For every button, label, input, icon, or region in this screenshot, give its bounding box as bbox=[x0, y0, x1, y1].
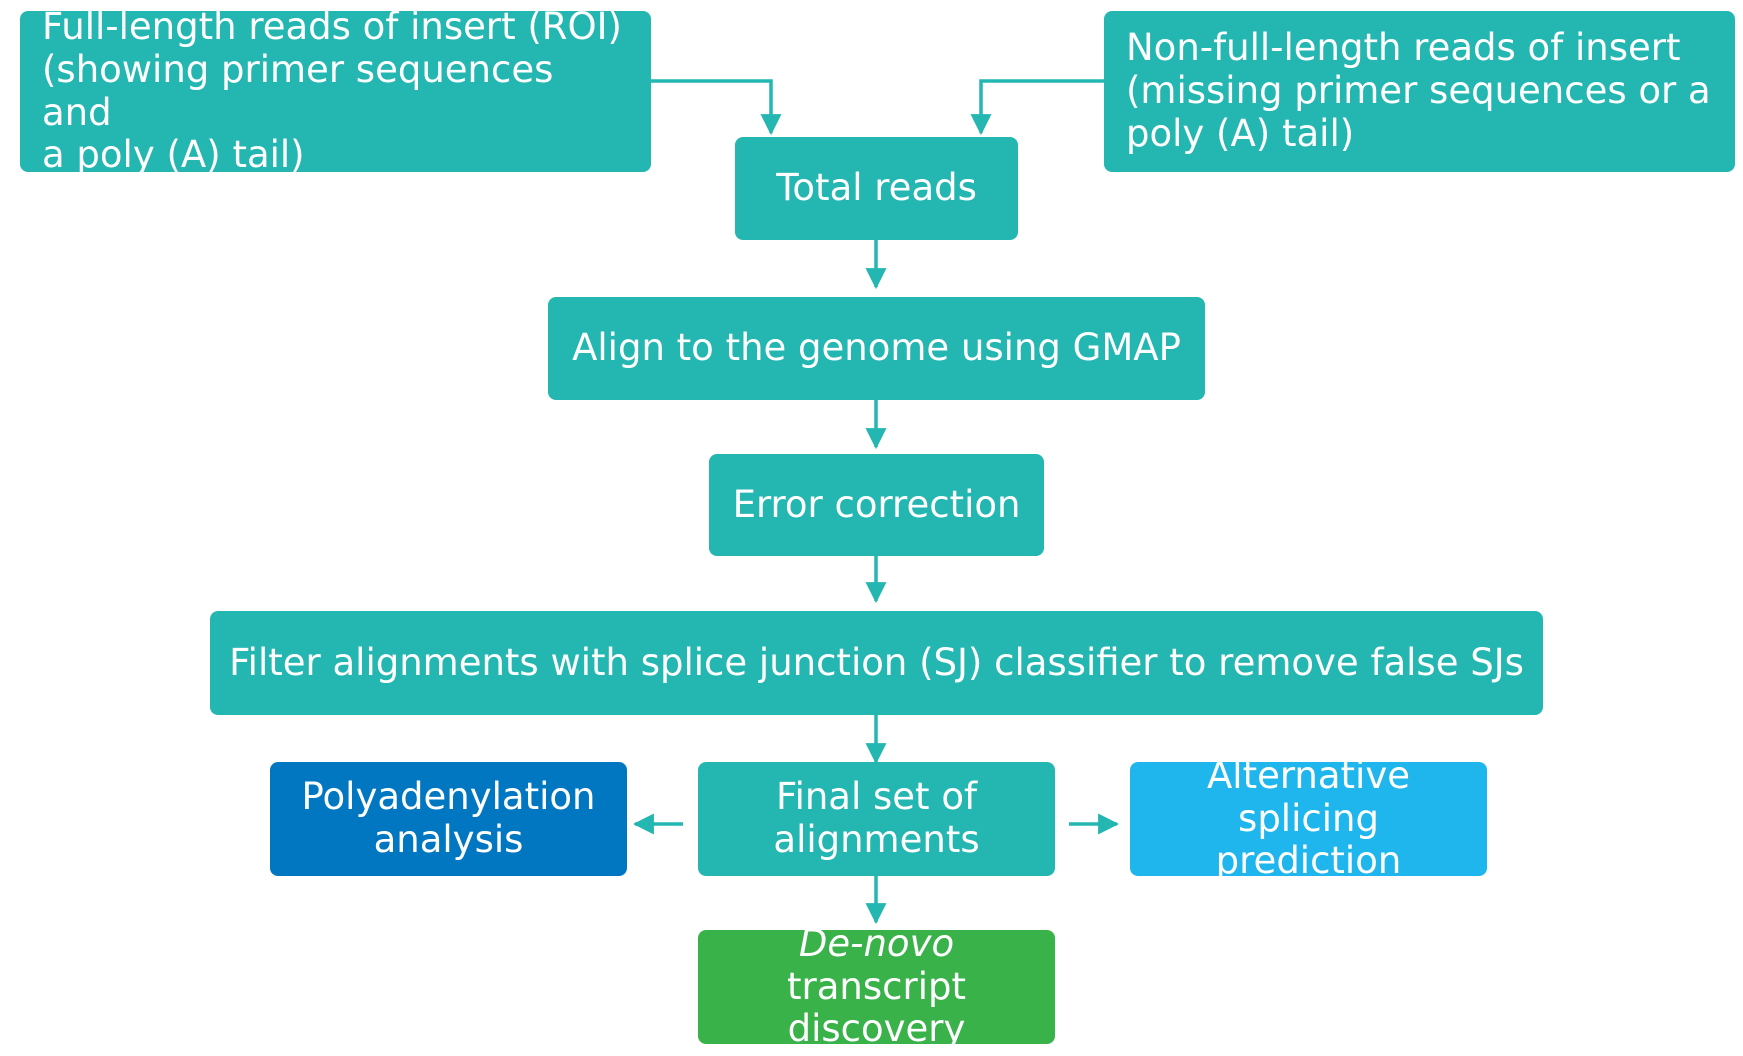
filter-alignments-box: Filter alignments with splice junction (… bbox=[210, 611, 1543, 715]
de-novo-italic-text: De-novo bbox=[798, 921, 955, 965]
arrow-full-length-to-total bbox=[651, 79, 782, 136]
final-alignments-label: Final set of alignments bbox=[773, 775, 980, 861]
align-genome-label: Align to the genome using GMAP bbox=[572, 326, 1181, 370]
polyadenylation-box: Polyadenylation analysis bbox=[270, 762, 627, 876]
total-reads-box: Total reads bbox=[735, 137, 1018, 240]
final-alignments-box: Final set of alignments bbox=[698, 762, 1055, 876]
polyadenylation-label: Polyadenylation analysis bbox=[301, 775, 596, 861]
de-novo-box: De-novo transcript discovery bbox=[698, 922, 1055, 1050]
arrow-non-full-length-to-total bbox=[970, 79, 1104, 136]
non-full-length-reads-label: Non-full-length reads of insert (missing… bbox=[1126, 26, 1711, 155]
align-genome-box: Align to the genome using GMAP bbox=[548, 297, 1205, 400]
alternative-splicing-label: Alternative splicing prediction bbox=[1207, 753, 1410, 883]
de-novo-label: De-novo transcript discovery bbox=[710, 921, 1043, 1052]
full-length-reads-box: Full-length reads of insert (ROI) (showi… bbox=[20, 5, 651, 176]
error-correction-label: Error correction bbox=[732, 482, 1021, 526]
full-length-reads-label: Full-length reads of insert (ROI) (showi… bbox=[42, 4, 622, 177]
alternative-splicing-box: Alternative splicing prediction bbox=[1130, 754, 1487, 882]
de-novo-rest-text: transcript discovery bbox=[787, 964, 966, 1051]
non-full-length-reads-box: Non-full-length reads of insert (missing… bbox=[1104, 11, 1735, 172]
filter-alignments-label: Filter alignments with splice junction (… bbox=[229, 640, 1524, 684]
error-correction-box: Error correction bbox=[709, 454, 1044, 556]
total-reads-label: Total reads bbox=[776, 166, 977, 210]
